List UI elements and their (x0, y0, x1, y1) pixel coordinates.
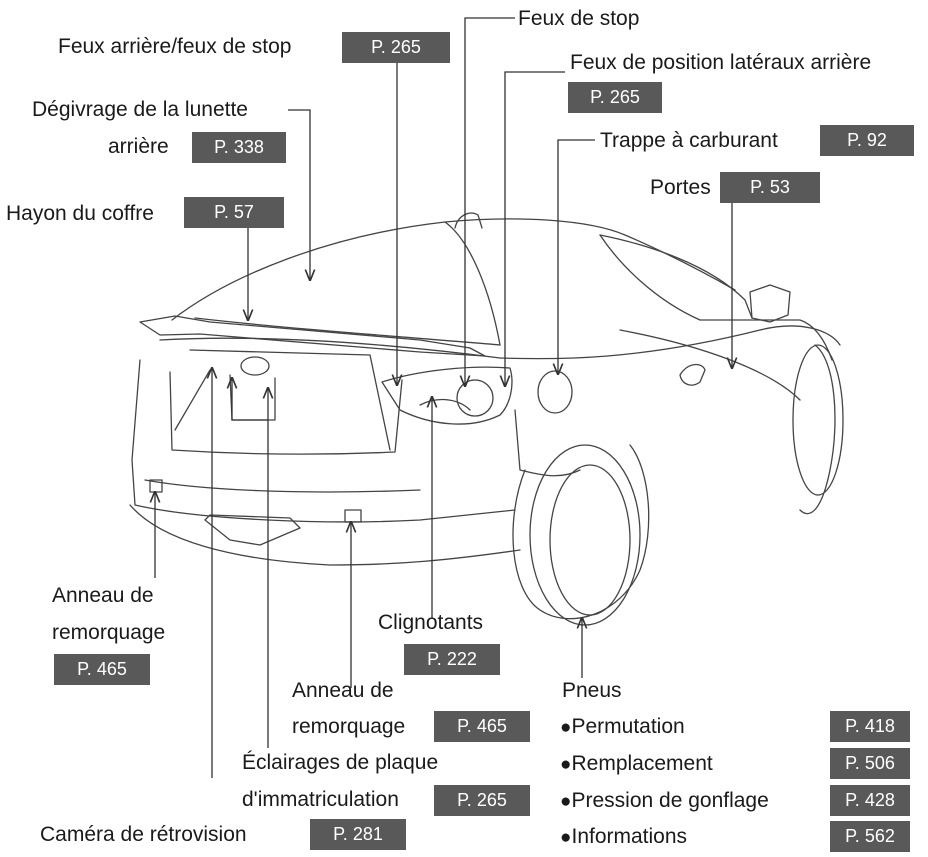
page-badge-pressure[interactable]: P. 428 (830, 785, 910, 816)
label-side-markers: Feux de position latéraux arrière (570, 50, 871, 76)
tires-item-information: ●Informations (560, 824, 687, 851)
label-towing-left-line1: Anneau de (52, 583, 154, 609)
bullet-icon: ● (560, 827, 571, 848)
page-badge-fuel-door[interactable]: P. 92 (820, 125, 914, 156)
page-badge-side-markers[interactable]: P. 265 (568, 82, 662, 113)
label-towing-right-line1: Anneau de (292, 678, 394, 704)
label-turn-signals: Clignotants (378, 610, 483, 636)
tires-item-pressure: ●Pression de gonflage (560, 788, 769, 815)
label-defogger-line2: arrière (108, 134, 169, 160)
tires-item-replacement: ●Remplacement (560, 751, 713, 778)
label-doors: Portes (650, 175, 711, 201)
page-badge-doors[interactable]: P. 53 (720, 172, 820, 203)
label-plate-lights-line1: Éclairages de plaque (242, 750, 438, 776)
tires-item-rotation-label: Permutation (571, 715, 684, 738)
page-badge-trunk[interactable]: P. 57 (184, 197, 284, 228)
label-towing-left-line2: remorquage (52, 620, 165, 646)
page-badge-towing-left[interactable]: P. 465 (54, 654, 150, 685)
page-badge-rotation[interactable]: P. 418 (830, 711, 910, 742)
bullet-icon: ● (560, 754, 571, 775)
page-badge-defogger[interactable]: P. 338 (192, 132, 286, 163)
label-stop-light: Feux de stop (518, 6, 639, 32)
page-badge-towing-right[interactable]: P. 465 (434, 711, 530, 742)
tires-item-information-label: Informations (571, 825, 687, 848)
page-badge-replacement[interactable]: P. 506 (830, 748, 910, 779)
page-badge-camera[interactable]: P. 281 (310, 819, 406, 850)
page-badge-tail-lights[interactable]: P. 265 (342, 32, 450, 63)
label-tail-lights: Feux arrière/feux de stop (58, 34, 291, 60)
label-trunk: Hayon du coffre (6, 201, 154, 227)
label-defogger-line1: Dégivrage de la lunette (32, 97, 248, 123)
tires-item-pressure-label: Pression de gonflage (571, 789, 768, 812)
page-badge-information[interactable]: P. 562 (830, 821, 910, 852)
bullet-icon: ● (560, 791, 571, 812)
label-towing-right-line2: remorquage (292, 714, 405, 740)
label-tires: Pneus (562, 678, 622, 704)
tires-item-replacement-label: Remplacement (571, 752, 712, 775)
label-plate-lights-line2: d'immatriculation (242, 787, 399, 813)
label-fuel-door: Trappe à carburant (600, 128, 778, 154)
page-badge-turn-signals[interactable]: P. 222 (404, 644, 500, 675)
bullet-icon: ● (560, 717, 571, 738)
page-badge-plate-lights[interactable]: P. 265 (434, 785, 530, 816)
tires-item-rotation: ●Permutation (560, 714, 685, 741)
label-camera: Caméra de rétrovision (40, 822, 247, 848)
